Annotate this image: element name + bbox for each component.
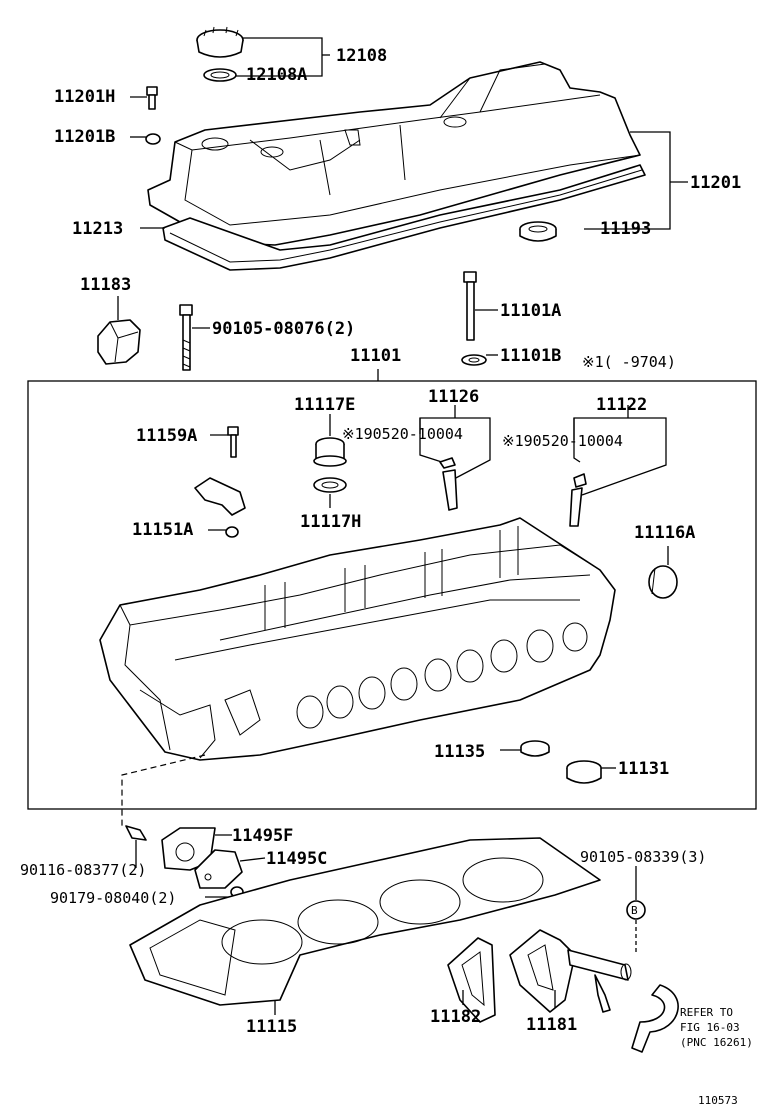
ring-11135[interactable] [520,740,550,757]
oil-filler-gasket[interactable] [203,68,237,82]
label-11135: 11135 [434,742,485,762]
head-bolt-11101a[interactable] [463,271,477,341]
label-11117e: 11117E [294,395,355,415]
plug-11116a[interactable] [648,565,678,599]
bolt-11159a[interactable] [227,426,239,458]
hose[interactable] [631,984,679,1053]
seal-11131[interactable] [566,760,602,784]
label-11117h: 11117H [300,512,361,532]
label-11213: 11213 [72,219,123,239]
label-11495f: 11495F [232,826,293,846]
label-11126: 11126 [428,387,479,407]
cam-plug-seal-11193[interactable] [519,221,557,242]
head-gasket[interactable] [129,837,601,1006]
label-seal-90520-1: ※190520-10004 [342,425,463,443]
label-11159a: 11159A [136,426,197,446]
valve-cover-gasket[interactable] [162,164,646,271]
label-11181: 11181 [526,1015,577,1035]
label-11495c: 11495C [266,849,327,869]
stud-bolt-90116-08377[interactable] [125,825,147,841]
label-refer-2: FIG 16-03 [680,1021,740,1034]
gasket-11182[interactable] [447,937,496,1023]
cylinder-head-frame [27,380,757,810]
label-90179-08040: 90179-08040(2) [50,889,176,907]
label-12108a: 12108A [246,65,307,85]
water-outlet-housing-11181[interactable] [509,929,632,1013]
valve-guide-11122[interactable] [569,473,587,527]
label-11151a: 11151A [132,520,193,540]
label-12108: 12108 [336,46,387,66]
label-11201b: 11201B [54,127,115,147]
valve-guide-11126[interactable] [439,457,458,511]
label-seal-90520-2: ※190520-10004 [502,432,623,450]
bracket-11151[interactable] [194,477,246,516]
label-11101: 11101 [350,346,401,366]
valve-cover[interactable] [147,61,641,246]
figure-number: 110573 [698,1094,738,1107]
label-11201h: 11201H [54,87,115,107]
ref-b-label: B [631,904,638,917]
label-11122: 11122 [596,395,647,415]
label-note-9704: ※1( -9704) [582,353,676,371]
label-11101b: 11101B [500,346,561,366]
label-11183: 11183 [80,275,131,295]
label-refer-3: (PNC 16261) [680,1036,753,1049]
label-90116-08377: 90116-08377(2) [20,861,146,879]
label-90105-08076: 90105-08076(2) [212,319,355,339]
plug-11117e[interactable] [313,437,347,467]
cylinder-head[interactable] [99,517,616,761]
plate-11495c[interactable] [194,849,243,889]
pin-11151a[interactable] [225,526,239,538]
label-11101a: 11101A [500,301,561,321]
label-refer-1: REFER TO [680,1006,733,1019]
gasket-11117h[interactable] [313,477,347,493]
cover-grommet-11201b[interactable] [145,133,161,145]
label-11193: 11193 [600,219,651,239]
label-11116a: 11116A [634,523,695,543]
label-11131: 11131 [618,759,669,779]
cam-cap-plug-11183[interactable] [97,319,141,365]
label-90105-08339: 90105-08339(3) [580,848,706,866]
ref-b-marker: B [626,900,646,920]
label-11115: 11115 [246,1017,297,1037]
head-washer-11101b[interactable] [461,354,487,366]
cover-bolt-11201h[interactable] [146,86,158,110]
oil-filler-cap[interactable] [196,26,244,58]
label-11182: 11182 [430,1007,481,1027]
head-bolt-90105-08076[interactable] [179,304,193,371]
label-11201: 11201 [690,173,741,193]
